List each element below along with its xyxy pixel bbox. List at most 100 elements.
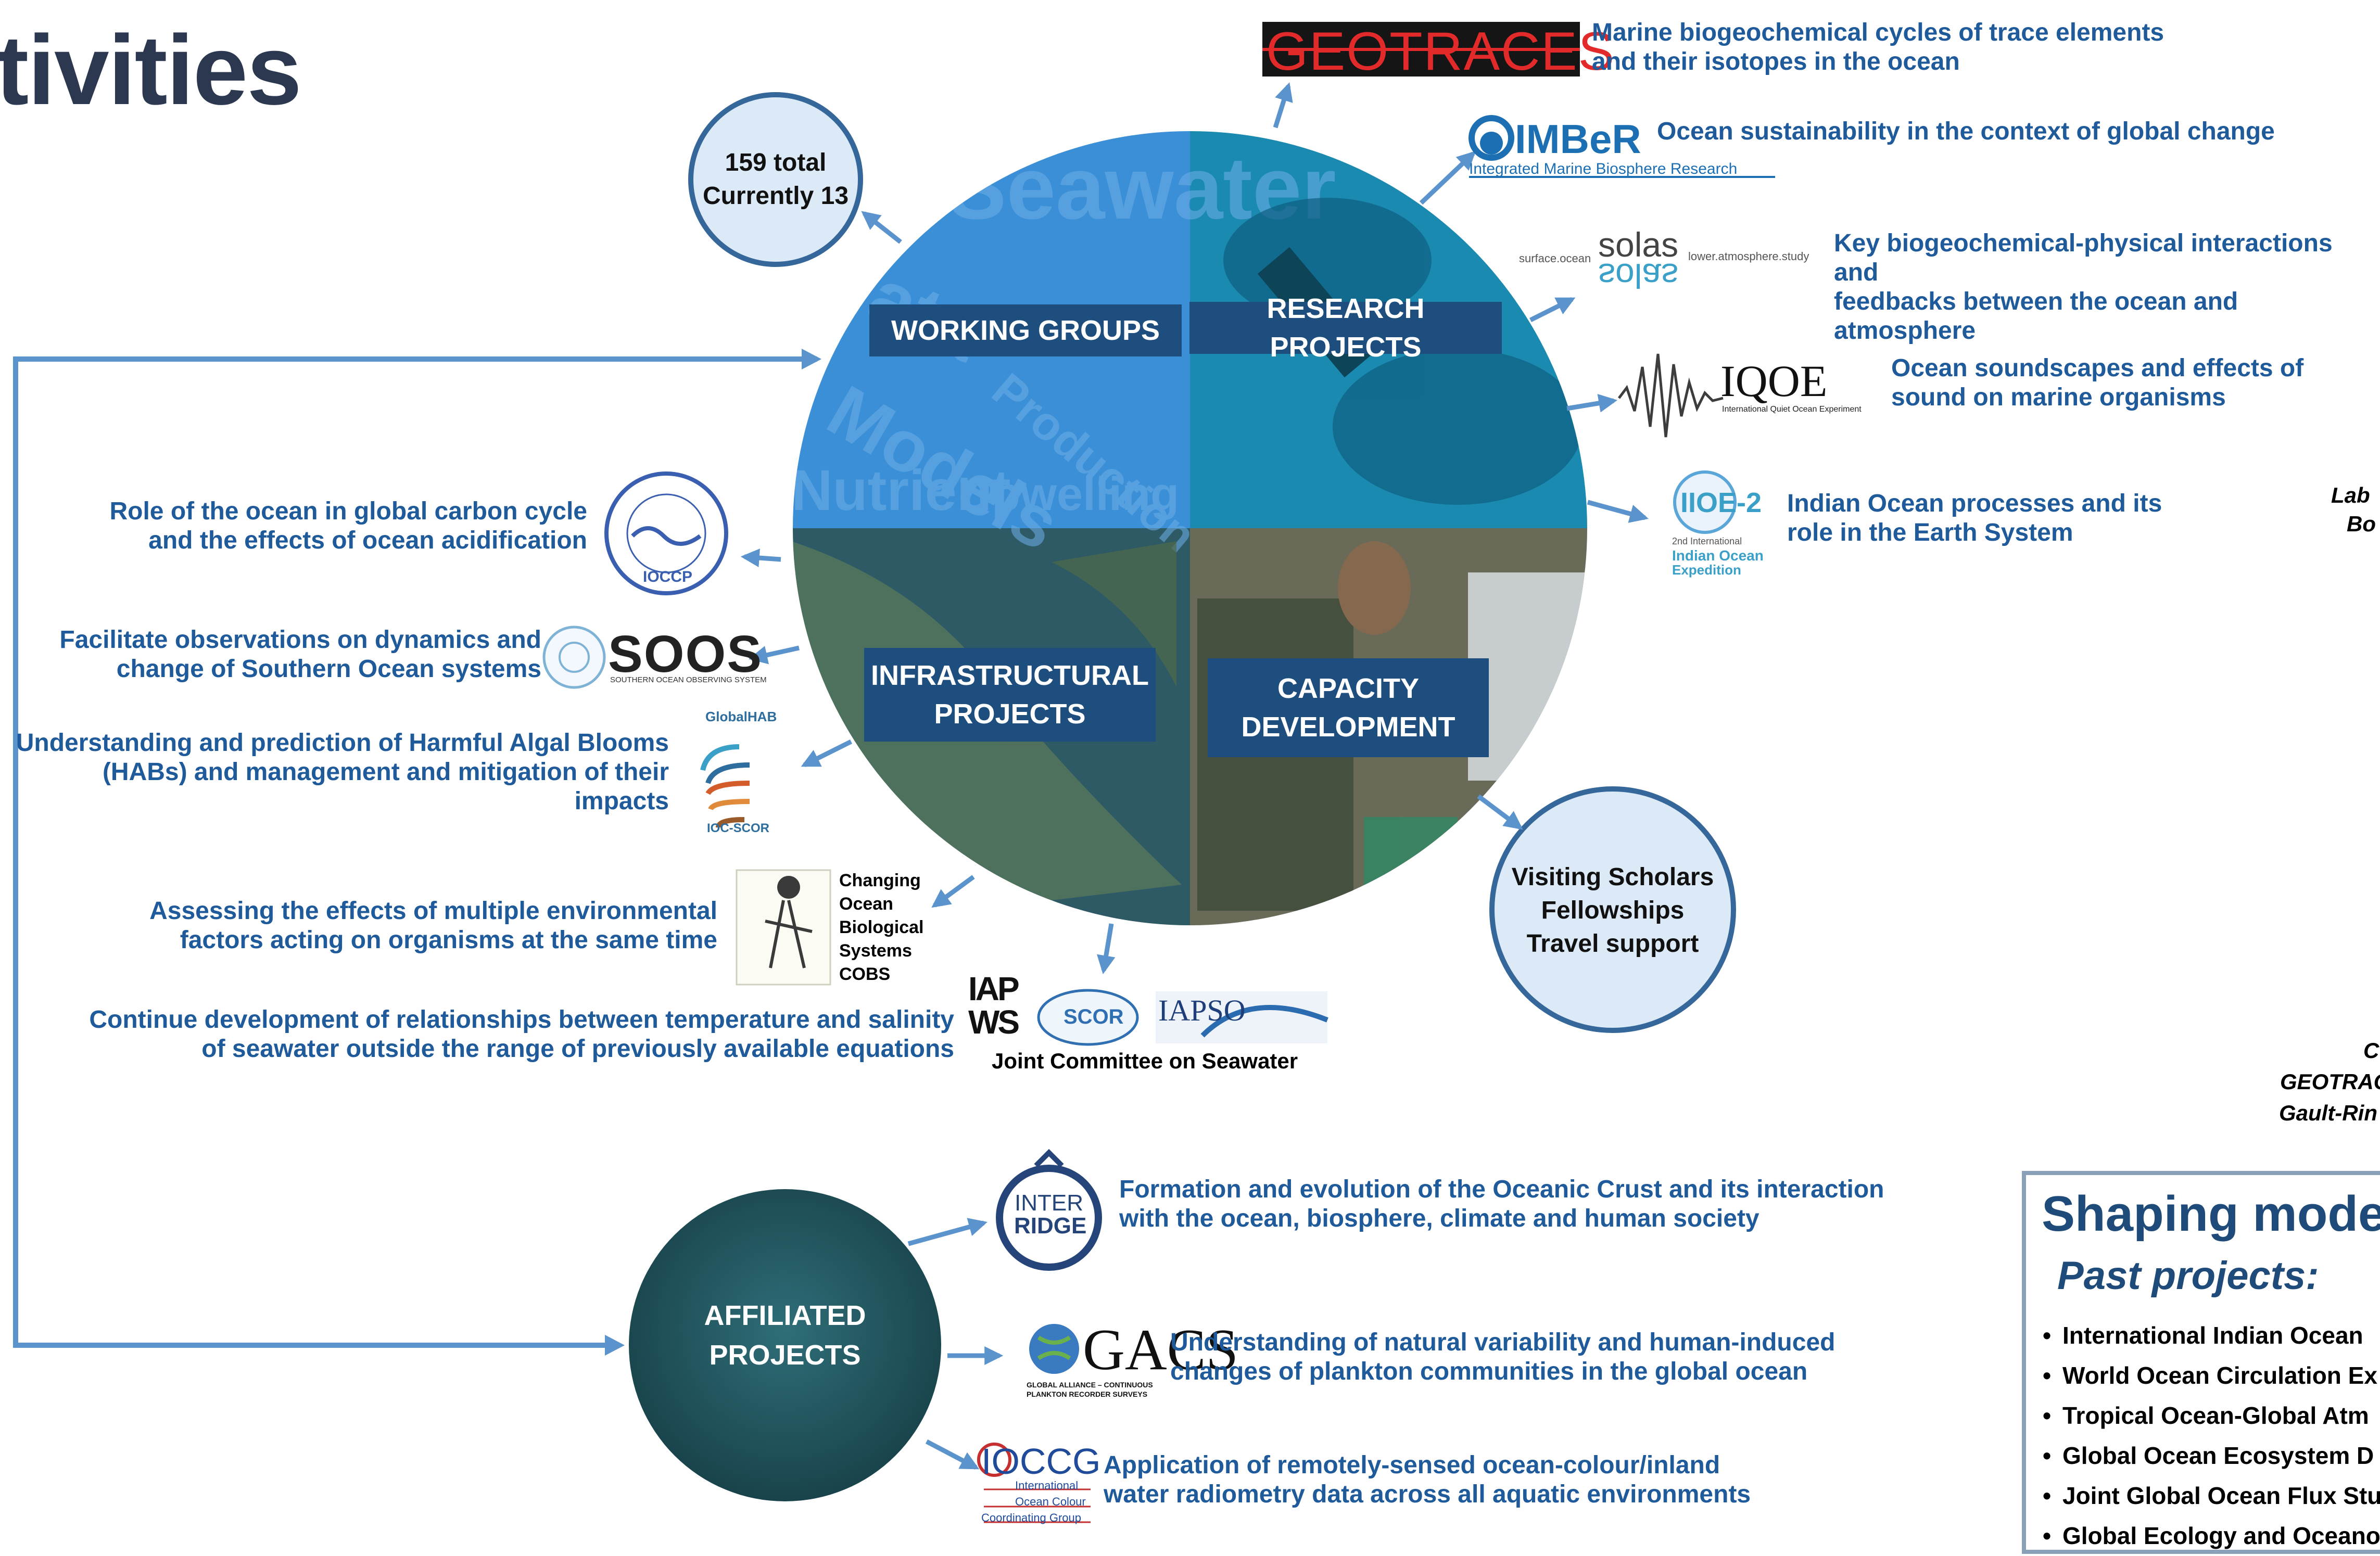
shaping-panel: Shaping moder Past projects: Internation… — [2022, 1171, 2380, 1554]
ioccg-logo-text: IOCCG — [981, 1441, 1101, 1482]
working-groups-stats: 159 total Currently 13 — [698, 135, 854, 224]
soos-logo-text: SOOS — [608, 625, 763, 683]
left-bracket-connector — [13, 349, 821, 1356]
imber-desc-line1: Ocean sustainability in the context of g… — [1657, 118, 2275, 145]
arrow-to-interridge — [907, 1218, 988, 1246]
soos-desc-line2: change of Southern Ocean systems — [116, 655, 541, 683]
right-caption-fragment-2: Bo — [2347, 512, 2376, 536]
cobs-line-acronym: COBS — [839, 964, 891, 984]
svg-text:Upwelling: Upwelling — [958, 468, 1179, 520]
arrow-to-ioccg — [925, 1439, 980, 1470]
ioccp-desc-line2: and the effects of ocean acidification — [148, 527, 587, 554]
imber-logo-subtitle: Integrated Marine Biosphere Research — [1469, 160, 1738, 177]
arrow-to-wg-stats — [861, 211, 902, 244]
list-item: International Indian Ocean — [2031, 1316, 2380, 1356]
interridge-desc-line2: with the ocean, biosphere, climate and h… — [1119, 1205, 1759, 1232]
cobs-desc-line1: Assessing the effects of multiple enviro… — [149, 897, 717, 925]
arrow-to-iqoe — [1566, 393, 1618, 413]
page-title: tivities — [0, 15, 302, 125]
ioccg-description: Application of remotely-sensed ocean-col… — [1104, 1451, 1751, 1509]
arrows — [740, 82, 1649, 1470]
soos-globe-icon — [542, 626, 606, 689]
cobs-logo-text: Changing Ocean Biological Systems COBS — [839, 869, 923, 986]
jcs-desc-line1: Continue development of relationships be… — [89, 1006, 954, 1034]
arrow-to-geotraces — [1273, 82, 1293, 129]
ioccp-logo-text: IOCCP — [643, 568, 693, 585]
solas-logo-mirror: solas — [1598, 257, 1679, 295]
right-caption-fragment-1: Lab — [2331, 483, 2370, 507]
cobs-desc-line2: factors acting on organisms at the same … — [180, 926, 717, 954]
cobs-line-biological: Biological — [839, 917, 924, 937]
cobs-description: Assessing the effects of multiple enviro… — [104, 897, 717, 955]
list-item: Joint Global Ocean Flux Stu — [2031, 1476, 2380, 1516]
iioe2-desc-line1: Indian Ocean processes and its — [1787, 490, 2162, 517]
visiting-scholars: Visiting Scholars — [1511, 863, 1714, 891]
ioccg-logo-sub2: Ocean Colour — [1015, 1495, 1086, 1508]
capacity-development-circle — [1489, 786, 1736, 1033]
gacs-logo-subtitle: GLOBAL ALLIANCE – CONTINUOUS PLANKTON RE… — [1027, 1381, 1153, 1398]
ioccg-desc-line2: water radiometry data across all aquatic… — [1104, 1481, 1751, 1508]
scor-logo-text: SCOR — [1064, 1005, 1124, 1028]
jcs-description: Continue development of relationships be… — [52, 1005, 954, 1064]
iqoe-waveform-icon — [1618, 353, 1724, 438]
interridge-logo-mark — [996, 1149, 1102, 1271]
research-projects-label[interactable]: RESEARCH PROJECTS — [1189, 293, 1502, 363]
infrastructural-line2: PROJECTS — [934, 698, 1086, 730]
globalhab-logo-bottom: IOC-SCOR — [707, 821, 769, 835]
geotraces-logo — [1262, 22, 1580, 76]
imber-description: Ocean sustainability in the context of g… — [1657, 117, 2275, 146]
travel-support: Travel support — [1526, 930, 1699, 958]
arrow-to-imber — [1419, 151, 1476, 205]
capacity-support-list: Visiting Scholars Fellowships Travel sup… — [1499, 853, 1726, 968]
arrow-to-iioe2 — [1587, 500, 1649, 523]
globalhab-logo-top: GlobalHAB — [705, 709, 777, 724]
geotraces-logo-text: GEOTRACES — [1266, 21, 1615, 82]
cobs-illustration — [736, 869, 831, 986]
solas-desc-line1: Key biogeochemical-physical interactions… — [1834, 229, 2333, 286]
list-item: Global Ocean Ecosystem D — [2031, 1436, 2380, 1476]
iqoe-description: Ocean soundscapes and effects of sound o… — [1891, 354, 2303, 412]
infrastructural-projects-label[interactable]: INFRASTRUCTURAL PROJECTS — [864, 648, 1156, 742]
capacity-line2: DEVELOPMENT — [1241, 711, 1455, 743]
gacs-description: Understanding of natural variability and… — [1170, 1328, 1835, 1386]
iioe2-logo-text: IIOE-2 — [1680, 487, 1762, 518]
ioccg-desc-line1: Application of remotely-sensed ocean-col… — [1104, 1451, 1720, 1479]
soos-desc-line1: Facilitate observations on dynamics and — [59, 626, 541, 654]
arrow-to-jcs — [1096, 923, 1116, 975]
capacity-line1: CAPACITY — [1277, 673, 1419, 704]
soos-description: Facilitate observations on dynamics and … — [21, 626, 541, 684]
geotraces-desc-line1: Marine biogeochemical cycles of trace el… — [1592, 19, 2164, 46]
arrow-to-capacity-circle — [1477, 794, 1523, 830]
cobs-line-ocean: Ocean — [839, 894, 893, 914]
soos-logo-subtitle: SOUTHERN OCEAN OBSERVING SYSTEM — [610, 675, 767, 684]
working-groups-label[interactable]: WORKING GROUPS — [869, 304, 1182, 356]
past-projects-heading: Past projects: — [2057, 1254, 2319, 1298]
gacs-logo-text: GACS — [1083, 1318, 1238, 1382]
solas-logo-left: surface.ocean — [1519, 252, 1591, 265]
geotraces-desc-line2: and their isotopes in the ocean — [1592, 48, 1960, 75]
ioccg-logo-sub1: International — [1015, 1479, 1079, 1492]
list-item: Tropical Ocean-Global Atm — [2031, 1396, 2380, 1436]
capacity-development-label[interactable]: CAPACITY DEVELOPMENT — [1208, 658, 1489, 757]
iioe2-logo-sub2: Indian Ocean — [1672, 547, 1764, 564]
scor-logo-mark — [1037, 989, 1139, 1046]
arrow-to-soos — [748, 645, 800, 665]
globalhab-desc-line2: (HABs) and management and mitigation of … — [102, 758, 669, 815]
interridge-logo-text: INTER RIDGE — [1014, 1192, 1086, 1238]
globalhab-description: Understanding and prediction of Harmful … — [10, 729, 669, 816]
geotraces-description: Marine biogeochemical cycles of trace el… — [1592, 18, 2164, 76]
ioccg-logo-mark — [977, 1443, 1091, 1523]
iioe2-logo-sub1: 2nd International — [1672, 536, 1742, 546]
solas-description: Key biogeochemical-physical interactions… — [1834, 229, 2380, 346]
affiliated-line1: AFFILIATED — [704, 1300, 866, 1331]
ioccp-description: Role of the ocean in global carbon cycle… — [52, 497, 587, 555]
iqoe-logo-subtitle: International Quiet Ocean Experiment — [1722, 405, 1862, 414]
right-credit-fragment-3: Gault-Rin — [2279, 1101, 2377, 1125]
solas-desc-line2: feedbacks between the ocean and atmosphe… — [1834, 288, 2238, 345]
globalhab-logo-mark — [700, 744, 750, 828]
affiliated-projects-label[interactable]: AFFILIATED PROJECTS — [655, 1296, 915, 1375]
past-projects-list: International Indian Ocean World Ocean C… — [2031, 1316, 2380, 1556]
activities-circle: Data Seawater Models Production Nutrient… — [793, 131, 1587, 925]
wg-current: Currently 13 — [702, 182, 849, 210]
affiliated-line2: PROJECTS — [709, 1340, 861, 1371]
